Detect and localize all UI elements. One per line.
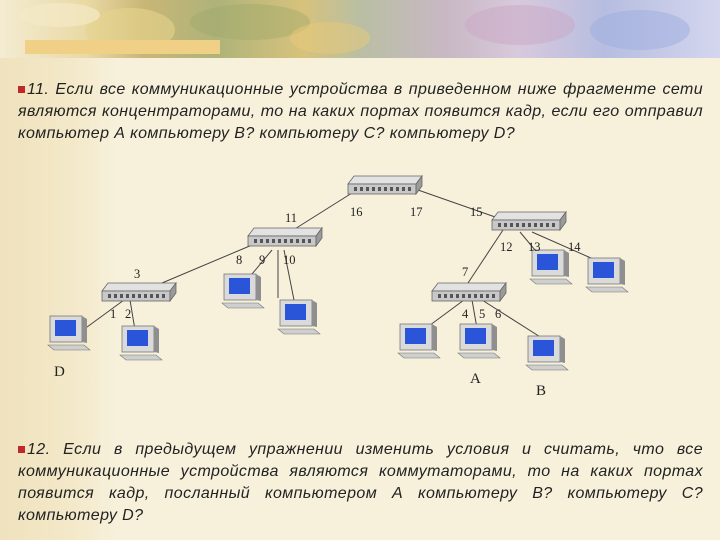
port-label: 1 xyxy=(110,307,116,321)
bullet-icon xyxy=(18,446,25,453)
port-label: 15 xyxy=(470,205,483,219)
port-label: 11 xyxy=(285,211,297,225)
hub-left-low xyxy=(101,281,177,303)
computer-icon xyxy=(525,335,569,371)
link-port14-pc xyxy=(531,231,601,263)
port-label: 7 xyxy=(462,265,468,279)
task-11-text: Если все коммуникационные устройства в п… xyxy=(18,81,703,142)
computer-icon xyxy=(585,257,629,293)
port-label: 13 xyxy=(528,240,541,254)
computer-icon xyxy=(221,273,265,309)
port-label: 12 xyxy=(500,240,513,254)
computer-label-a: A xyxy=(470,371,481,387)
computer-icon xyxy=(47,315,91,351)
decorative-header-stripe xyxy=(0,0,720,58)
link-rightmid-rightlow xyxy=(467,229,504,284)
task-11-paragraph: 11. Если все коммуникационные устройства… xyxy=(18,79,703,145)
port-label: 6 xyxy=(495,307,501,321)
link-port6-pcB xyxy=(481,299,546,341)
computer-label-d: D xyxy=(54,364,65,380)
hub-group xyxy=(101,174,567,303)
port-label: 4 xyxy=(462,307,469,321)
task-12-text: Если в предыдущем упражнении изменить ус… xyxy=(18,441,703,524)
computer-labels: D A B xyxy=(54,364,546,399)
task-11-number: 11. xyxy=(27,81,50,98)
task-12-paragraph: 12. Если в предыдущем упражнении изменит… xyxy=(18,439,703,527)
hub-left-mid xyxy=(247,226,323,248)
port-label: 8 xyxy=(236,253,242,267)
port-label: 5 xyxy=(479,307,485,321)
port-label: 2 xyxy=(125,307,131,321)
link-top-rightmid xyxy=(417,189,499,219)
port-label: 9 xyxy=(259,253,265,267)
computer-label-b: B xyxy=(536,383,546,399)
port-labels: 16 17 11 8 9 10 3 1 2 15 12 13 14 7 4 5 … xyxy=(110,205,581,321)
computer-icon xyxy=(529,249,573,285)
port-label: 3 xyxy=(134,267,140,281)
port-label: 16 xyxy=(350,205,363,219)
computer-icon xyxy=(397,323,441,359)
computer-icon xyxy=(277,299,321,335)
hub-right-mid xyxy=(491,210,567,232)
link-top-leftmid xyxy=(289,192,353,233)
computer-group xyxy=(47,249,629,371)
computer-icon xyxy=(457,323,501,359)
port-label: 14 xyxy=(568,240,581,254)
task-12-number: 12. xyxy=(27,441,51,458)
computer-icon xyxy=(119,325,163,361)
hub-right-low xyxy=(431,281,507,303)
bullet-icon xyxy=(18,86,25,93)
port-label: 10 xyxy=(283,253,296,267)
port-label: 17 xyxy=(410,205,423,219)
hub-top xyxy=(347,174,423,196)
link-leftmid-leftlow xyxy=(161,244,253,284)
gold-accent-bar xyxy=(25,40,220,54)
link-port10-pc xyxy=(283,249,295,301)
